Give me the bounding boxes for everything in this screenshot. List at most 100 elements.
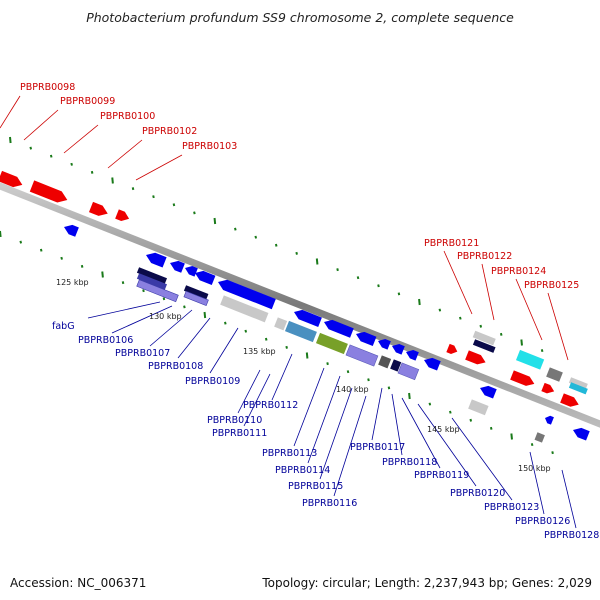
gene-arrow[interactable] xyxy=(0,170,24,190)
gene-arrow[interactable] xyxy=(183,290,209,307)
gene-label-reverse[interactable]: PBPRB0114 xyxy=(275,465,330,476)
label-leader-line xyxy=(293,367,325,447)
tick-mark xyxy=(418,298,421,306)
tick-mark xyxy=(224,321,227,325)
gene-layer xyxy=(0,170,590,443)
gene-arrow[interactable] xyxy=(468,399,489,416)
gene-arrow[interactable] xyxy=(136,279,179,303)
gene-arrow[interactable] xyxy=(220,295,269,323)
gene-label-forward[interactable]: PBPRB0102 xyxy=(142,126,197,137)
gene-arrow[interactable] xyxy=(422,355,441,371)
gene-arrow[interactable] xyxy=(284,320,317,343)
gene-arrow[interactable] xyxy=(390,342,405,355)
gene-arrow[interactable] xyxy=(390,359,402,372)
tick-mark xyxy=(162,297,166,301)
gene-arrow[interactable] xyxy=(345,344,379,367)
gene-arrow[interactable] xyxy=(546,367,563,382)
gene-arrow[interactable] xyxy=(292,307,322,327)
label-leader-line xyxy=(107,139,143,169)
gene-arrow[interactable] xyxy=(376,337,391,350)
gene-arrow[interactable] xyxy=(568,377,588,390)
gene-arrow[interactable] xyxy=(193,268,216,286)
tick-mark xyxy=(193,211,196,215)
tick-mark xyxy=(530,443,534,447)
label-leader-line xyxy=(371,387,383,441)
tick-mark xyxy=(346,370,350,374)
tick-mark xyxy=(377,284,380,288)
gene-label-reverse[interactable]: fabG xyxy=(52,321,75,332)
gene-label-reverse[interactable]: PBPRB0111 xyxy=(212,428,267,439)
gene-arrow[interactable] xyxy=(478,383,497,399)
gene-label-forward[interactable]: PBPRB0125 xyxy=(524,280,579,291)
tick-mark xyxy=(183,305,186,309)
gene-label-forward[interactable]: PBPRB0124 xyxy=(491,266,546,277)
gene-arrow[interactable] xyxy=(378,355,392,369)
gene-label-reverse[interactable]: PBPRB0120 xyxy=(450,488,505,499)
gene-arrow[interactable] xyxy=(216,277,276,310)
gene-arrow[interactable] xyxy=(322,317,354,338)
gene-label-reverse[interactable]: PBPRB0126 xyxy=(515,516,570,527)
gene-arrow[interactable] xyxy=(510,370,536,388)
tick-mark xyxy=(274,243,278,247)
tick-mark xyxy=(234,227,237,231)
gene-label-forward[interactable]: PBPRB0099 xyxy=(60,96,115,107)
gene-arrow[interactable] xyxy=(446,343,459,356)
gene-label-forward[interactable]: PBPRB0100 xyxy=(100,111,155,122)
gene-arrow[interactable] xyxy=(29,180,70,205)
gene-label-reverse[interactable]: PBPRB0116 xyxy=(302,498,357,509)
gene-arrow[interactable] xyxy=(62,222,79,237)
gene-label-reverse[interactable]: PBPRB0107 xyxy=(115,348,170,359)
gene-arrow[interactable] xyxy=(354,329,377,347)
gene-arrow[interactable] xyxy=(472,339,496,353)
gene-arrow[interactable] xyxy=(544,414,554,425)
gene-arrow[interactable] xyxy=(274,317,288,331)
label-leader-line xyxy=(243,373,271,427)
gene-arrow[interactable] xyxy=(571,425,590,441)
gene-arrow[interactable] xyxy=(88,201,110,219)
gene-label-reverse[interactable]: PBPRB0112 xyxy=(243,400,298,411)
tick-mark xyxy=(479,324,483,328)
gene-arrow[interactable] xyxy=(136,267,167,284)
gene-arrow[interactable] xyxy=(115,209,131,223)
label-leader-line xyxy=(177,317,211,359)
gene-arrow[interactable] xyxy=(404,348,419,361)
gene-arrow[interactable] xyxy=(168,258,185,273)
gene-arrow[interactable] xyxy=(568,382,588,395)
gene-label-reverse[interactable]: PBPRB0108 xyxy=(148,361,203,372)
gene-label-reverse[interactable]: PBPRB0119 xyxy=(414,470,469,481)
gene-arrow[interactable] xyxy=(560,393,580,409)
tick-mark xyxy=(131,187,135,191)
gene-arrow[interactable] xyxy=(465,350,487,367)
accession-text: Accession: NC_006371 xyxy=(10,576,147,590)
gene-arrow[interactable] xyxy=(534,432,545,443)
tick-mark xyxy=(499,332,503,336)
gene-label-reverse[interactable]: PBPRB0123 xyxy=(484,502,539,513)
gene-arrow[interactable] xyxy=(515,349,545,370)
label-leader-line xyxy=(529,451,545,515)
gene-label-forward[interactable]: PBPRB0122 xyxy=(457,251,512,262)
gene-label-reverse[interactable]: PBPRB0106 xyxy=(78,335,133,346)
gene-label-reverse[interactable]: PBPRB0109 xyxy=(185,376,240,387)
gene-label-reverse[interactable]: PBPRB0115 xyxy=(288,481,343,492)
gene-arrow[interactable] xyxy=(541,382,555,396)
gene-label-reverse[interactable]: PBPRB0117 xyxy=(350,442,405,453)
gene-label-reverse[interactable]: PBPRB0118 xyxy=(382,457,437,468)
gene-arrow[interactable] xyxy=(136,273,167,290)
tick-mark xyxy=(19,240,23,244)
gene-label-reverse[interactable]: PBPRB0128 xyxy=(544,530,599,541)
gene-arrow[interactable] xyxy=(472,330,496,346)
gene-arrow[interactable] xyxy=(144,250,167,268)
gene-label-reverse[interactable]: PBPRB0113 xyxy=(262,448,317,459)
gene-arrow[interactable] xyxy=(315,332,348,355)
gene-arrow[interactable] xyxy=(183,285,209,300)
gene-label-forward[interactable]: PBPRB0098 xyxy=(20,82,75,93)
tick-mark xyxy=(29,146,33,150)
gene-arrow[interactable] xyxy=(397,362,420,381)
gene-arrow[interactable] xyxy=(183,264,198,277)
gene-label-forward[interactable]: PBPRB0121 xyxy=(424,238,479,249)
gene-label-forward[interactable]: PBPRB0103 xyxy=(182,141,237,152)
tick-mark xyxy=(459,316,462,320)
gene-label-reverse[interactable]: PBPRB0110 xyxy=(207,415,262,426)
tick-mark xyxy=(121,281,125,285)
